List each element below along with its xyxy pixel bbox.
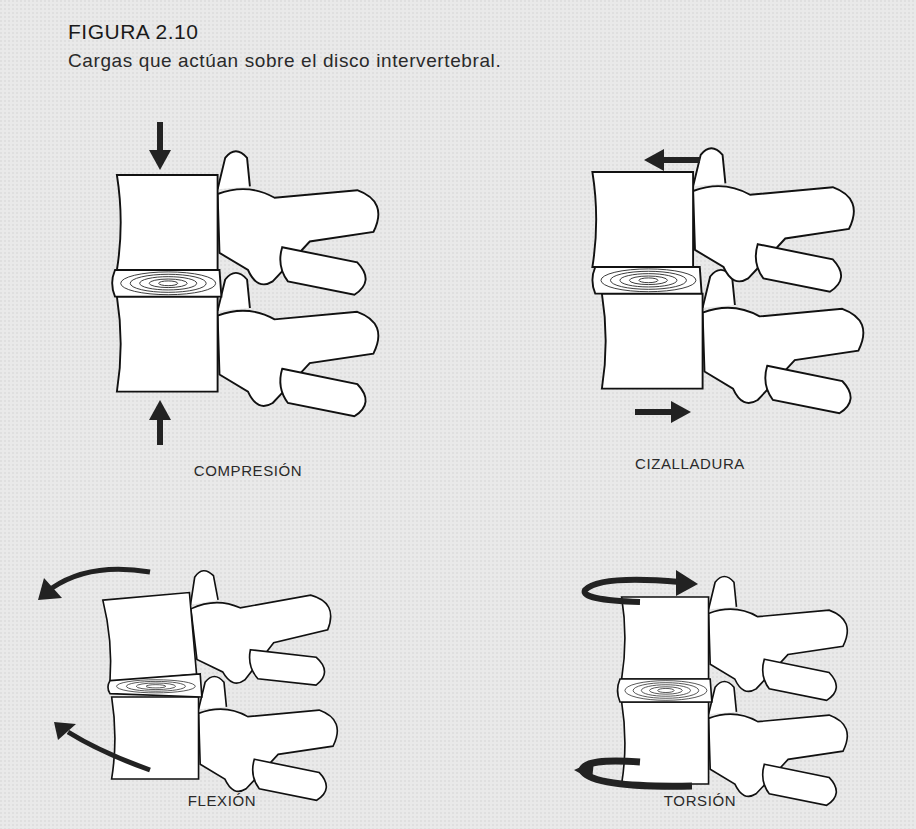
figure-title: FIGURA 2.10	[68, 20, 198, 44]
load-label: CIZALLADURA	[635, 455, 745, 472]
torsion-arrow	[574, 570, 698, 786]
force-arrow	[149, 122, 171, 445]
figure-caption: Cargas que actúan sobre el disco interve…	[68, 50, 501, 72]
load-label: FLEXIÓN	[188, 792, 256, 809]
spine-segment	[112, 151, 378, 416]
load-label: TORSIÓN	[664, 792, 736, 809]
moment-arrow	[38, 569, 150, 770]
spine-segment	[592, 148, 863, 413]
load-label: COMPRESIÓN	[194, 462, 303, 479]
spine-segment	[618, 577, 848, 806]
force-arrow	[635, 149, 700, 423]
